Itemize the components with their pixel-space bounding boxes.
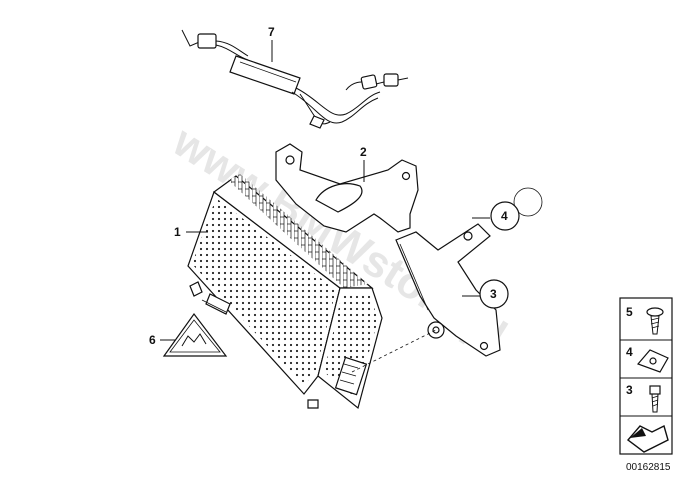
callouts: 7 2 1 4 3 6 5 [149,25,520,347]
label-6: 6 [149,333,156,347]
callout-circle-4 [490,201,520,231]
clip-nut-icon [636,349,669,373]
legend-number-5: 5 [626,305,633,319]
wiring-harness [181,29,409,129]
bolt-icon [649,385,661,413]
label-2: 2 [360,145,367,159]
arrow-icon [626,424,669,453]
screw-icon [646,307,664,335]
warning-label [162,312,228,357]
catalog-number: 00162815 [626,462,671,473]
label-1: 1 [174,225,181,239]
label-4: 4 [501,209,508,223]
label-7: 7 [268,25,275,39]
assembly-line [351,329,437,373]
ring-outline [513,187,543,217]
legend-number-4: 4 [626,345,633,359]
amplifier-unit [187,174,383,410]
fastener-legend: 5 4 3 [619,297,673,455]
label-3: 3 [490,287,497,301]
legend-number-3: 3 [626,383,633,397]
mounting-bracket [275,143,501,357]
callout-circle-3 [479,279,509,309]
